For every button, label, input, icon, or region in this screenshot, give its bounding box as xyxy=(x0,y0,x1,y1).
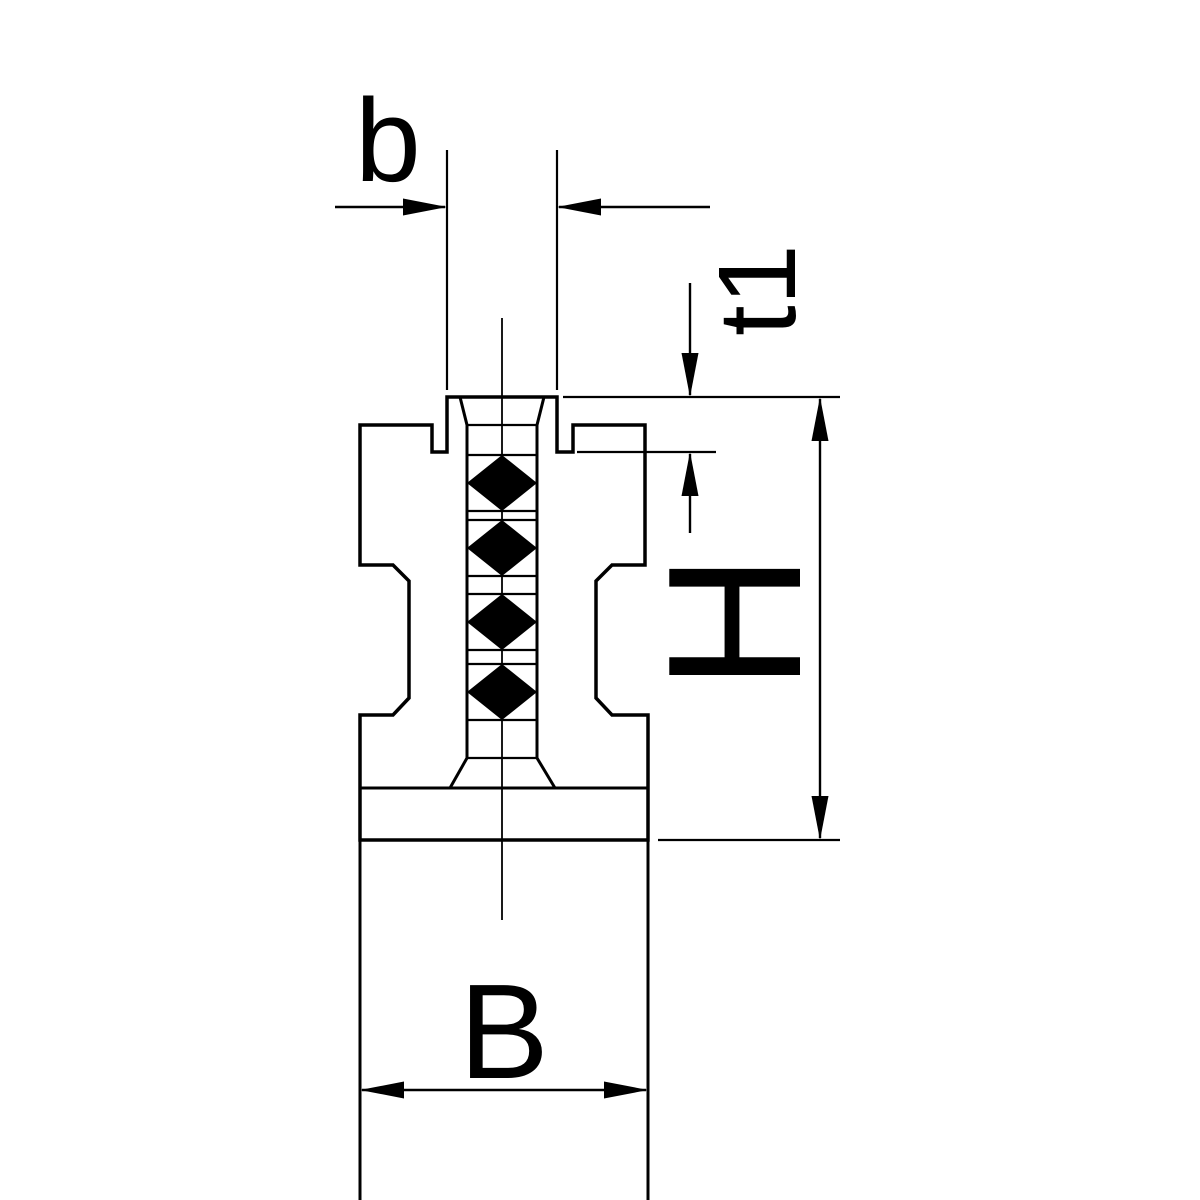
t1-arrowhead-up xyxy=(681,452,699,496)
dimension-label-base: B xyxy=(459,956,549,1107)
countersink-chamfer-left xyxy=(458,396,469,426)
dimension-b: b xyxy=(335,75,710,390)
t1-arrowhead-down xyxy=(681,353,699,397)
h-arrowhead-top xyxy=(811,397,829,441)
part-cross-section xyxy=(358,318,650,920)
serration-diamond xyxy=(467,594,537,650)
dimension-b-base: B xyxy=(360,956,648,1107)
countersink-chamfer-right xyxy=(535,396,546,426)
flare-wall-right xyxy=(535,757,557,789)
b-arrowhead-left xyxy=(403,198,447,216)
dimension-t1: t1 xyxy=(577,244,819,533)
dimension-label-b: b xyxy=(355,75,421,207)
dimension-label-t1: t1 xyxy=(696,244,819,336)
base-arrowhead-right xyxy=(604,1081,648,1099)
thread-serrations xyxy=(467,453,537,722)
serration-diamond xyxy=(467,455,537,511)
base-arrowhead-left xyxy=(360,1081,404,1099)
dimension-h: H xyxy=(629,397,841,842)
h-arrowhead-bottom xyxy=(811,796,829,840)
serration-diamond xyxy=(467,520,537,576)
dimension-label-h: H xyxy=(629,553,841,690)
lower-block xyxy=(358,840,650,1200)
flare-wall-left xyxy=(448,757,469,789)
b-arrowhead-right xyxy=(557,198,601,216)
serration-diamond xyxy=(467,664,537,720)
